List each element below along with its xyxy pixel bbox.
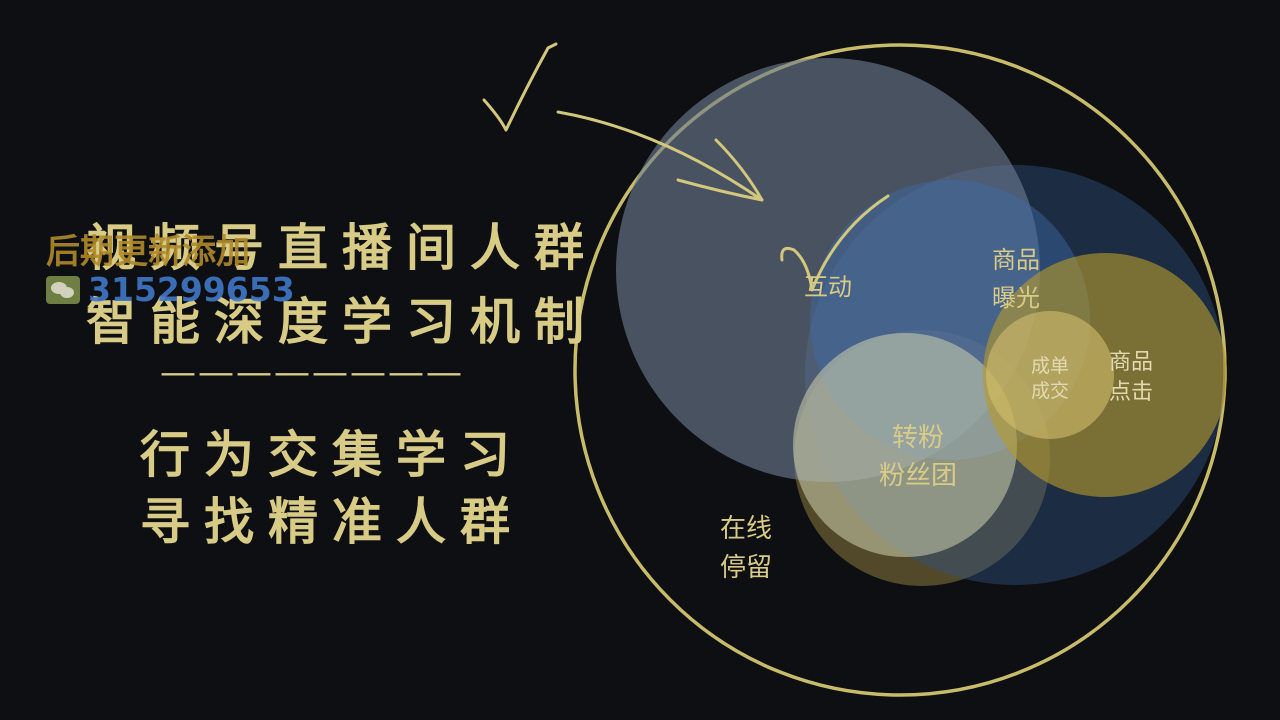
deal-circle xyxy=(986,311,1114,439)
label-exposure-1: 商品 xyxy=(992,246,1040,274)
title-line-1: 视频号直播间人群 xyxy=(86,218,598,277)
label-click-2: 点击 xyxy=(1109,380,1153,405)
label-deal-2: 成交 xyxy=(1031,380,1069,402)
watermark-number: 315299653 xyxy=(88,270,295,309)
checkmark-annotation xyxy=(482,42,558,132)
label-stay-1: 在线 xyxy=(720,514,772,544)
subtitle-line-1: 行为交集学习 xyxy=(140,425,524,484)
hook-annotation xyxy=(780,194,890,292)
label-click-1: 商品 xyxy=(1109,350,1153,375)
subtitle-line-2: 寻找精准人群 xyxy=(140,492,524,551)
label-follow-2: 粉丝团 xyxy=(879,461,957,491)
label-interaction: 互动 xyxy=(804,273,852,301)
label-stay-2: 停留 xyxy=(720,553,772,583)
watermark: 后期更新添加 315299653 xyxy=(46,224,316,314)
label-follow-1: 转粉 xyxy=(892,423,944,453)
arrow-annotation xyxy=(556,110,764,202)
watermark-text: 后期更新添加 xyxy=(46,232,250,272)
follow-circle xyxy=(793,333,1017,557)
label-exposure-2: 曝光 xyxy=(992,284,1040,312)
wechat-icon xyxy=(46,276,80,304)
divider-line: ———————— xyxy=(160,352,464,393)
label-deal-1: 成单 xyxy=(1031,355,1069,377)
title-line-2: 智能深度学习机制 xyxy=(86,292,598,351)
